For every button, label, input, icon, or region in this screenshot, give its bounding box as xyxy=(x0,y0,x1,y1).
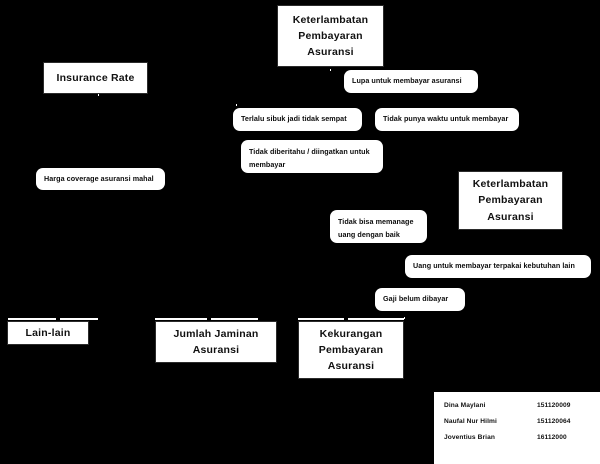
spine-segment-right-b xyxy=(348,318,404,320)
member-nim: 151120009 xyxy=(536,402,571,409)
member-name: Naufal Nur Hilmi xyxy=(444,418,497,425)
category-line: Pembayaran xyxy=(318,343,384,356)
member-nim: 151120064 xyxy=(536,418,571,425)
spine-segment-right-a xyxy=(298,318,344,320)
cause-line: membayar xyxy=(249,159,286,169)
category-box-keterlambatan-top[interactable]: Keterlambatan Pembayaran Asuransi xyxy=(277,5,384,67)
category-line: Keterlambatan xyxy=(472,178,549,191)
member-name: Dina Maylani xyxy=(444,402,486,409)
cause-box-lupa-membayar[interactable]: Lupa untuk membayar asuransi xyxy=(344,70,478,93)
connector-tick-sibuk xyxy=(236,104,237,106)
member-nim: 16112000 xyxy=(536,434,567,441)
category-line: Keterlambatan xyxy=(292,13,369,26)
spine-segment-left-a xyxy=(8,318,56,320)
cause-box-harga-coverage[interactable]: Harga coverage asuransi mahal xyxy=(36,168,165,190)
connector-tick-top-box xyxy=(330,69,331,71)
cause-line: Terlalu sibuk jadi tidak sempat xyxy=(241,114,347,124)
spine-segment-mid-b xyxy=(211,318,258,320)
category-box-kekurangan-pembayaran[interactable]: Kekurangan Pembayaran Asuransi xyxy=(298,321,404,379)
cause-box-tidak-diberitahu[interactable]: Tidak diberitahu / diingatkan untuk memb… xyxy=(241,140,383,173)
cause-line: Harga coverage asuransi mahal xyxy=(44,173,154,183)
table-row: Dina Maylani 151120009 xyxy=(444,402,592,418)
spine-segment-left-b xyxy=(60,318,98,320)
category-line: Jumlah Jaminan xyxy=(173,327,259,340)
member-name: Joventius Brian xyxy=(444,434,495,441)
cause-box-tidak-bisa-memanage[interactable]: Tidak bisa memanage uang dengan baik xyxy=(330,210,427,243)
cause-line: uang dengan baik xyxy=(338,229,400,239)
member-legend-table: Dina Maylani 151120009 Naufal Nur Hilmi … xyxy=(434,392,600,464)
category-box-lain-lain[interactable]: Lain-lain xyxy=(7,321,89,345)
cause-box-gaji-belum-dibayar[interactable]: Gaji belum dibayar xyxy=(375,288,465,311)
cause-line: Tidak punya waktu untuk membayar xyxy=(383,114,509,124)
category-box-jumlah-jaminan[interactable]: Jumlah Jaminan Asuransi xyxy=(155,321,277,363)
cause-line: Gaji belum dibayar xyxy=(383,294,449,304)
category-line: Kekurangan xyxy=(319,327,383,340)
category-line: Asuransi xyxy=(327,360,375,373)
cause-box-tidak-punya-waktu[interactable]: Tidak punya waktu untuk membayar xyxy=(375,108,519,131)
cause-line: Lupa untuk membayar asuransi xyxy=(352,76,462,86)
category-box-insurance-rate[interactable]: Insurance Rate xyxy=(43,62,148,94)
cause-box-terlalu-sibuk[interactable]: Terlalu sibuk jadi tidak sempat xyxy=(233,108,362,131)
category-line: Pembayaran xyxy=(298,29,363,42)
category-line: Asuransi xyxy=(307,46,354,59)
spine-segment-mid-a xyxy=(155,318,207,320)
table-row: Naufal Nur Hilmi 151120064 xyxy=(444,418,592,434)
category-line: Asuransi xyxy=(192,344,240,356)
category-line: Insurance Rate xyxy=(56,71,135,84)
cause-line: Tidak bisa memanage xyxy=(338,217,414,226)
connector-tick-kekurangan xyxy=(404,317,405,319)
cause-box-uang-terpakai[interactable]: Uang untuk membayar terpakai kebutuhan l… xyxy=(405,255,591,278)
category-line: Pembayaran xyxy=(478,194,543,207)
cause-line: Uang untuk membayar terpakai kebutuhan l… xyxy=(413,261,575,271)
cause-line: Tidak diberitahu / diingatkan untuk xyxy=(249,147,370,156)
connector-tick-insurance xyxy=(98,94,99,96)
category-box-keterlambatan-right[interactable]: Keterlambatan Pembayaran Asuransi xyxy=(458,171,563,230)
category-line: Asuransi xyxy=(487,210,534,223)
table-row: Joventius Brian 16112000 xyxy=(444,434,592,450)
category-line: Lain-lain xyxy=(25,326,71,339)
